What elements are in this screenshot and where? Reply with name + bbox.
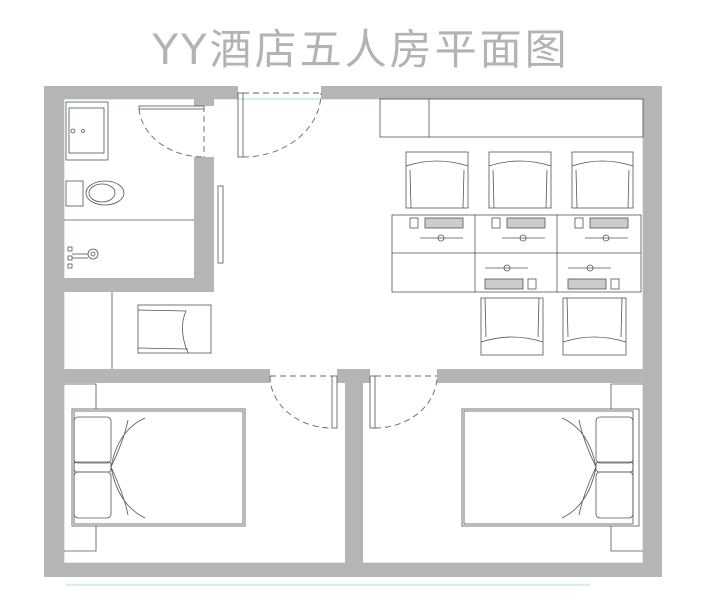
wall-top-left	[44, 86, 238, 99]
shower-fixture	[67, 246, 99, 269]
walls	[44, 86, 662, 577]
chair	[562, 297, 627, 356]
wall-bottom	[44, 563, 662, 577]
computer-workstation	[484, 264, 537, 290]
chairs-top	[405, 151, 634, 209]
chairs-bottom	[480, 297, 627, 356]
computer-workstation	[567, 264, 620, 290]
bathroom-stub	[194, 99, 214, 106]
wall-top-right	[321, 86, 662, 99]
wall-left	[44, 86, 64, 577]
chair	[571, 151, 634, 209]
sink	[65, 101, 109, 161]
chair	[488, 151, 552, 209]
cabinet	[379, 98, 644, 138]
wall-bedroom-divider	[345, 369, 363, 563]
computers	[409, 217, 629, 290]
bed-right	[461, 408, 640, 527]
bed-left	[71, 408, 246, 527]
closet-sliding-door	[217, 185, 224, 264]
wall-middle-right	[437, 369, 643, 383]
bathroom-wall-vertical	[194, 157, 214, 292]
nightstands	[64, 383, 643, 552]
computer-workstation	[409, 217, 464, 242]
wall-right	[643, 86, 662, 577]
chair	[480, 297, 544, 356]
toilet	[65, 180, 125, 207]
entrance-door[interactable]	[237, 92, 322, 158]
bathroom-wall-bottom	[64, 278, 214, 292]
chair	[405, 151, 469, 209]
bedroom-door-right[interactable]	[369, 375, 438, 429]
armchair	[137, 304, 212, 354]
wall-middle-left	[64, 369, 270, 383]
bedroom-door-left[interactable]	[269, 375, 338, 429]
computer-workstation	[574, 217, 629, 242]
plan-title: YY酒店五人房平面图	[152, 25, 570, 74]
bathroom-door[interactable]	[138, 105, 205, 158]
computer-workstation	[491, 217, 546, 242]
desk	[391, 214, 642, 293]
